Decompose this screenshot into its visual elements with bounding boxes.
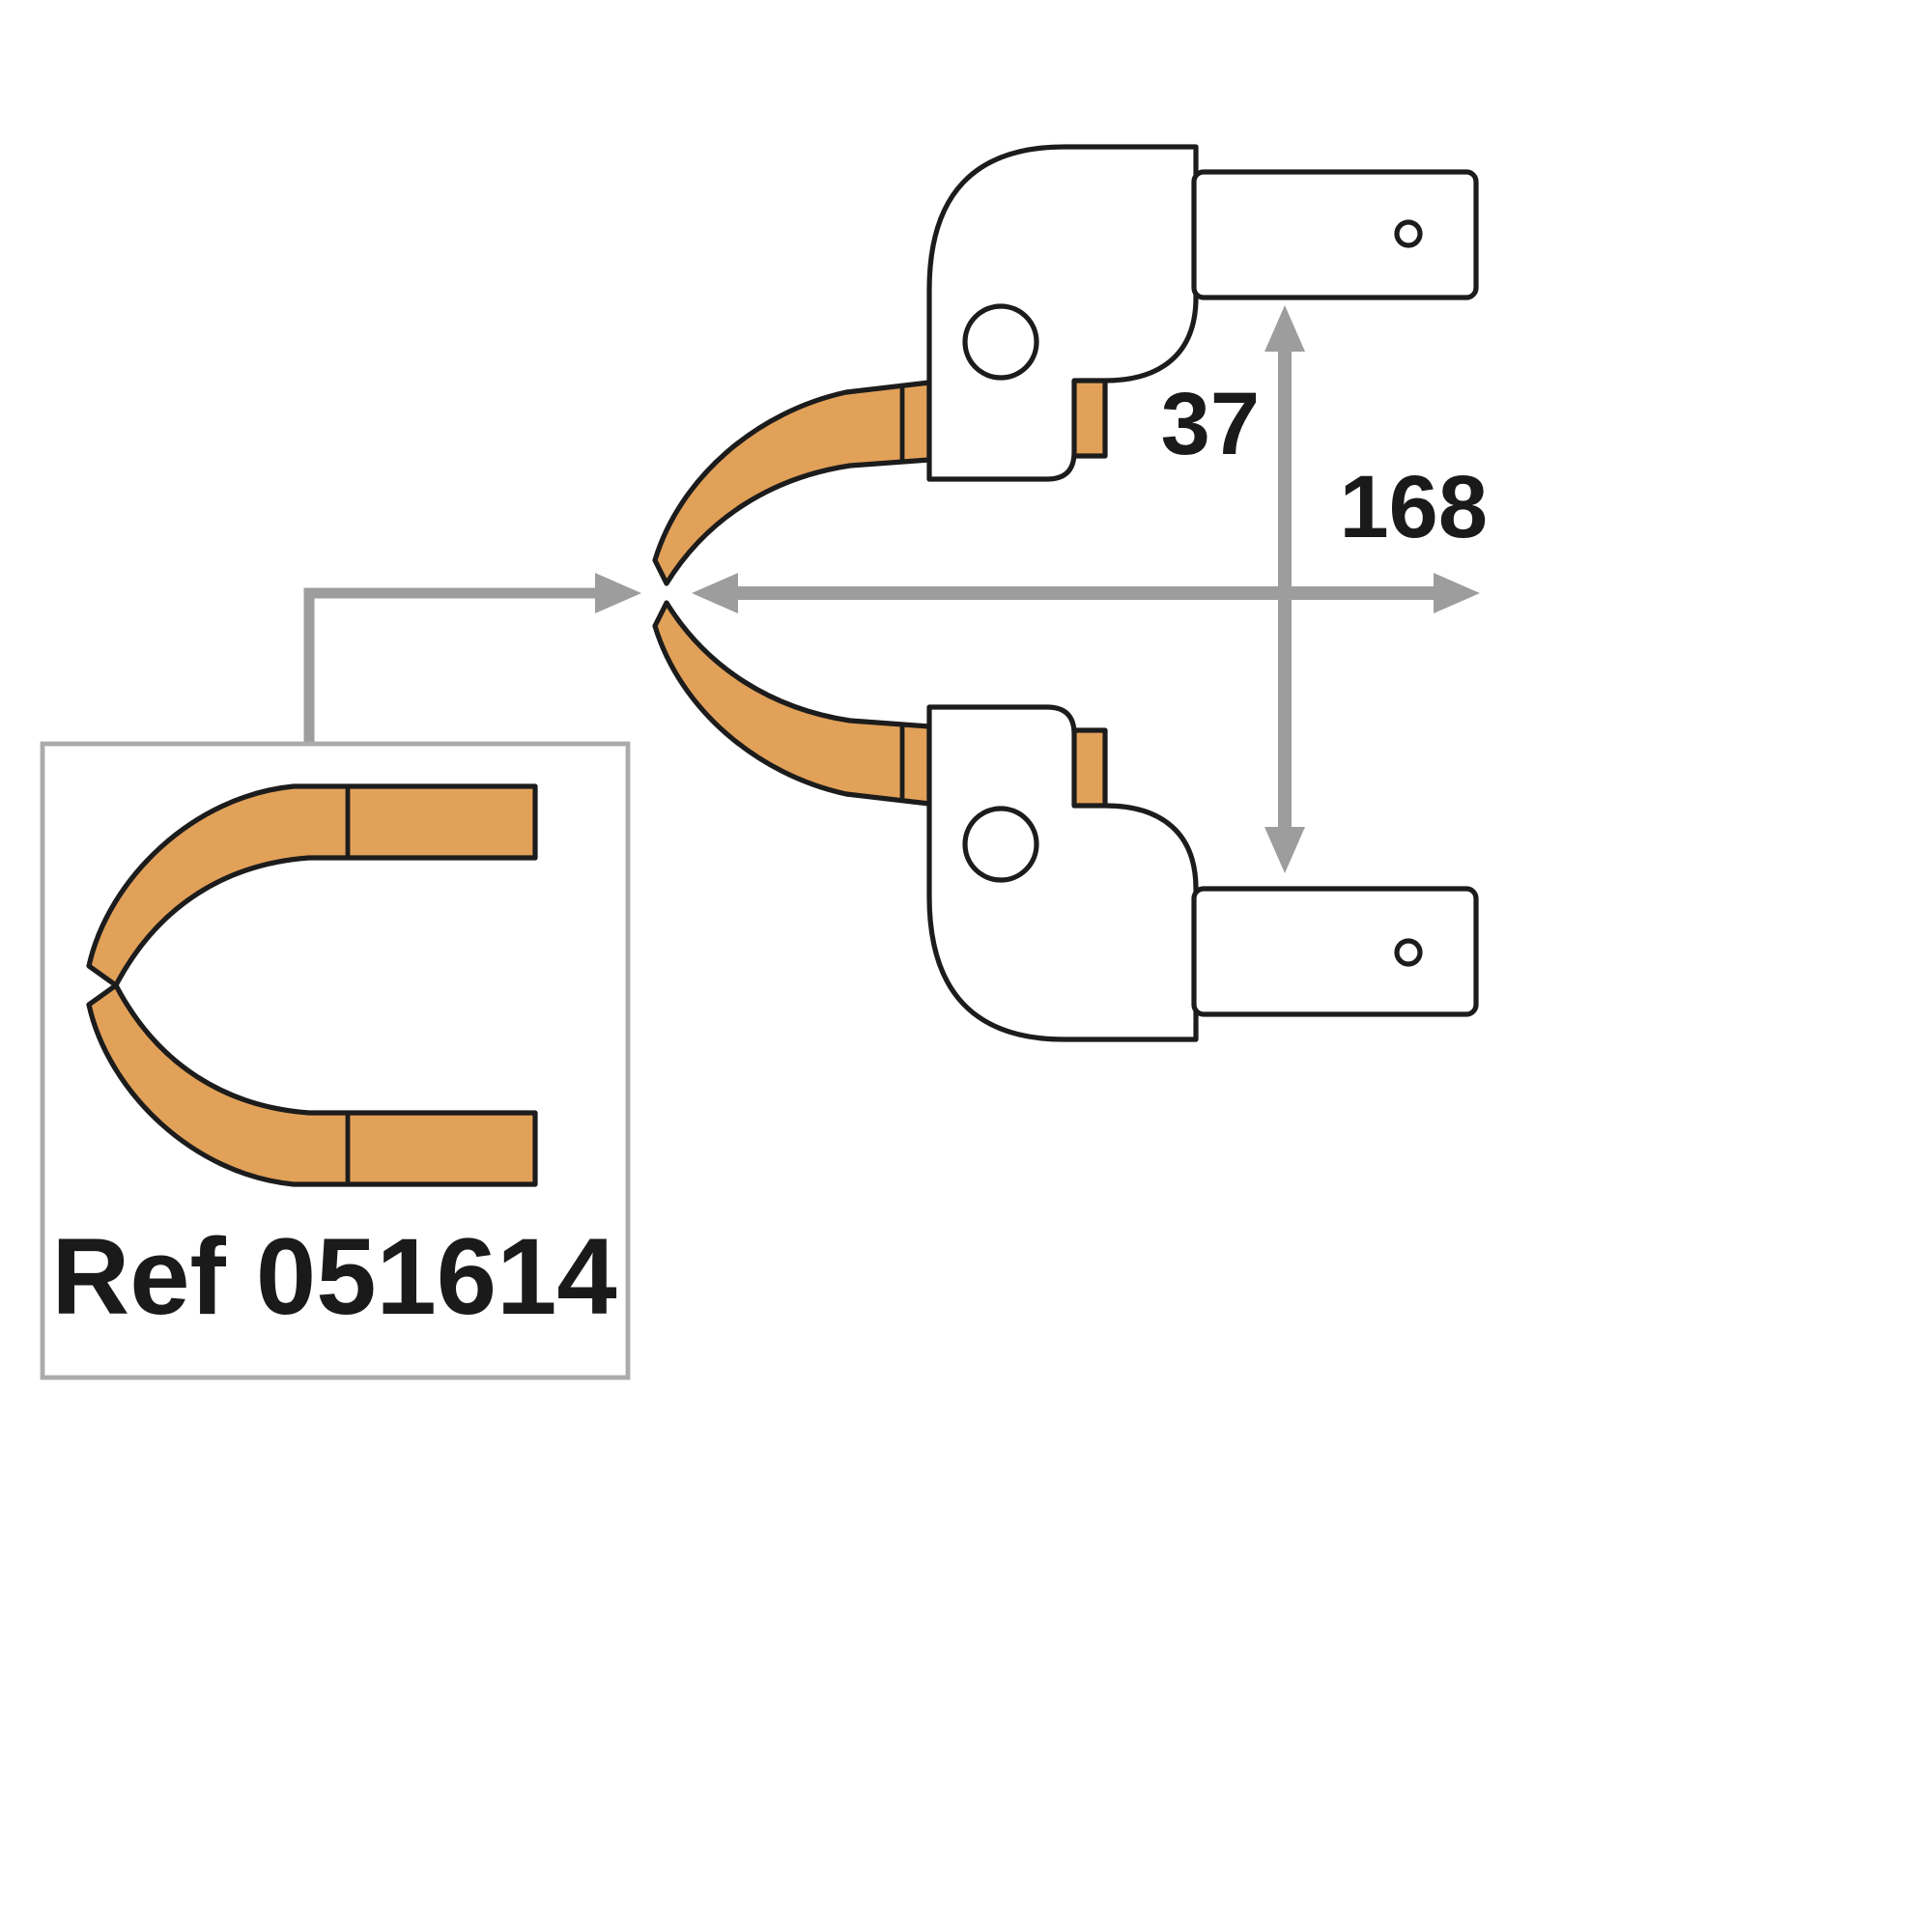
upper-arm-shaft	[1191, 169, 1479, 300]
horizontal-dimension-arrowhead-right-icon	[1434, 573, 1480, 613]
reference-upper-electrode	[86, 783, 538, 988]
reference-pointer-arrowhead-icon	[595, 573, 641, 613]
reference-pointer-line	[303, 587, 603, 744]
upper-shaft-hole	[1394, 219, 1423, 248]
vertical-dimension-arrowhead-bottom-icon	[1264, 827, 1305, 873]
upper-electrode	[652, 380, 932, 586]
lower-electrode	[652, 600, 932, 807]
lower-shaft-hole	[1394, 938, 1423, 967]
upper-arm-body	[926, 144, 1199, 482]
upper-body-hole	[962, 303, 1039, 381]
vertical-dimension-label: 37	[1161, 375, 1260, 473]
lower-arm-shaft	[1191, 886, 1479, 1017]
reference-lower-electrode	[86, 982, 538, 1187]
horizontal-dimension-arrowhead-left-icon	[692, 573, 738, 613]
lower-body-hole	[962, 806, 1039, 883]
reference-label: Ref 051614	[51, 1216, 616, 1337]
lower-arm-body	[926, 704, 1199, 1042]
vertical-dimension-arrowhead-top-icon	[1264, 305, 1305, 352]
horizontal-dimension-label: 168	[1340, 458, 1489, 556]
